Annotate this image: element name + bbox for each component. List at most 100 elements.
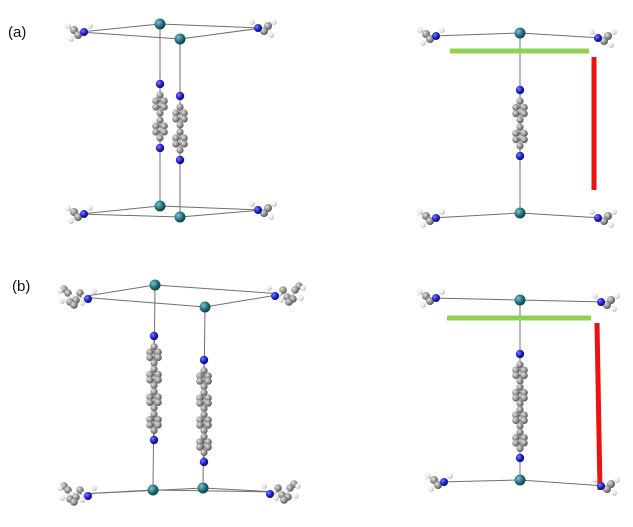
- carbon-atom: [200, 367, 208, 375]
- carbon-atom: [512, 103, 520, 111]
- hydrogen-atom: [592, 477, 598, 483]
- carbon-atom: [512, 411, 520, 419]
- carbon-atom: [204, 416, 212, 424]
- carbon-atom: [172, 109, 180, 117]
- carbon-atom: [152, 103, 160, 111]
- bond-line: [431, 297, 521, 301]
- hydrogen-atom: [65, 205, 71, 211]
- hydrogen-atom: [417, 209, 423, 215]
- carbon-atom: [520, 434, 528, 442]
- bond-line: [159, 205, 263, 211]
- hydrogen-atom: [611, 29, 617, 35]
- hydrogen-atom: [295, 483, 301, 489]
- nitrogen-atom: [440, 478, 448, 486]
- carbon-atom: [520, 439, 528, 447]
- bond-line: [519, 299, 606, 303]
- panel-a-label: (a): [8, 24, 26, 41]
- nitrogen-atom: [175, 155, 185, 165]
- carbon-atom: [520, 110, 528, 118]
- bond-line: [79, 296, 206, 308]
- hydrogen-atom: [300, 285, 306, 291]
- carbon-atom: [154, 353, 162, 362]
- nitrogen-atom: [149, 331, 159, 341]
- hydrogen-atom: [91, 485, 97, 491]
- bond-line: [159, 23, 263, 29]
- hydrogen-atom: [611, 490, 617, 496]
- metal-atom: [154, 18, 166, 30]
- hydrogen-atom: [420, 222, 426, 228]
- metal-atom: [514, 294, 526, 306]
- carbon-atom: [520, 371, 528, 380]
- hydrogen-atom: [589, 209, 595, 215]
- bond-line: [519, 32, 603, 39]
- carbon-atom: [146, 371, 154, 379]
- nitrogen-atom: [199, 355, 209, 365]
- hydrogen-atom: [273, 495, 279, 501]
- carbon-atom: [512, 416, 520, 425]
- hydrogen-atom: [57, 288, 63, 294]
- carbon-atom: [512, 439, 520, 447]
- carbon-atom: [516, 142, 524, 150]
- carbon-atom: [152, 97, 160, 105]
- nitrogen-atom: [199, 457, 209, 467]
- carbon-atom: [512, 389, 520, 397]
- nitrogen-atom: [80, 28, 88, 36]
- carbon-atom: [160, 97, 168, 105]
- hydrogen-atom: [614, 477, 620, 483]
- carbon-atom: [154, 421, 162, 429]
- carbon-atom: [516, 428, 524, 436]
- carbon-atom: [516, 116, 524, 124]
- hydrogen-atom: [425, 473, 431, 479]
- carbon-atom: [204, 443, 212, 451]
- carbon-atom: [160, 128, 168, 136]
- nitrogen-atom: [155, 143, 165, 153]
- carbon-atom: [516, 406, 524, 414]
- hydrogen-atom: [608, 42, 614, 48]
- carbon-atom: [156, 91, 164, 99]
- carbon-atom: [426, 35, 434, 43]
- bond-line: [431, 32, 521, 37]
- metal-atom: [514, 27, 526, 39]
- nitrogen-atom: [175, 91, 185, 101]
- carbon-atom: [150, 410, 158, 418]
- carbon-atom: [426, 297, 434, 305]
- carbon-atom: [520, 394, 528, 402]
- carbon-atom: [260, 27, 268, 35]
- hydrogen-atom: [266, 285, 272, 291]
- hydrogen-atom: [68, 36, 74, 42]
- hydrogen-atom: [439, 209, 445, 215]
- hydrogen-atom: [298, 295, 304, 301]
- nitrogen-atom: [597, 298, 605, 306]
- hydrogen-atom: [91, 288, 97, 294]
- carbon-atom: [200, 404, 208, 413]
- hydrogen-atom: [611, 209, 617, 215]
- bond-line: [79, 284, 156, 298]
- hydrogen-atom: [268, 214, 274, 220]
- hydrogen-atom: [417, 27, 423, 33]
- carbon-atom: [150, 388, 158, 396]
- carbon-atom: [520, 129, 528, 137]
- carbon-atom: [156, 109, 164, 117]
- carbon-atom: [204, 438, 212, 446]
- carbon-atom: [520, 389, 528, 397]
- carbon-atom: [516, 97, 524, 105]
- carbon-atom: [600, 37, 608, 45]
- carbon-atom: [516, 399, 524, 407]
- hydrogen-atom: [57, 485, 63, 491]
- hydrogen-atom: [249, 19, 255, 25]
- bond-line: [519, 479, 606, 487]
- carbon-atom: [196, 421, 204, 429]
- carbon-atom: [204, 372, 212, 380]
- carbon-atom: [176, 103, 184, 111]
- carbon-atom: [196, 377, 204, 385]
- hydrogen-atom: [79, 300, 85, 306]
- hydrogen-atom: [68, 218, 74, 224]
- carbon-atom: [204, 399, 212, 407]
- bond-line: [154, 284, 284, 295]
- carbon-atom: [512, 129, 520, 137]
- hydrogen-atom: [87, 205, 93, 211]
- carbon-atom: [516, 444, 524, 452]
- carbon-atom: [150, 359, 158, 367]
- carbon-atom: [200, 382, 208, 391]
- carbon-atom: [76, 486, 84, 494]
